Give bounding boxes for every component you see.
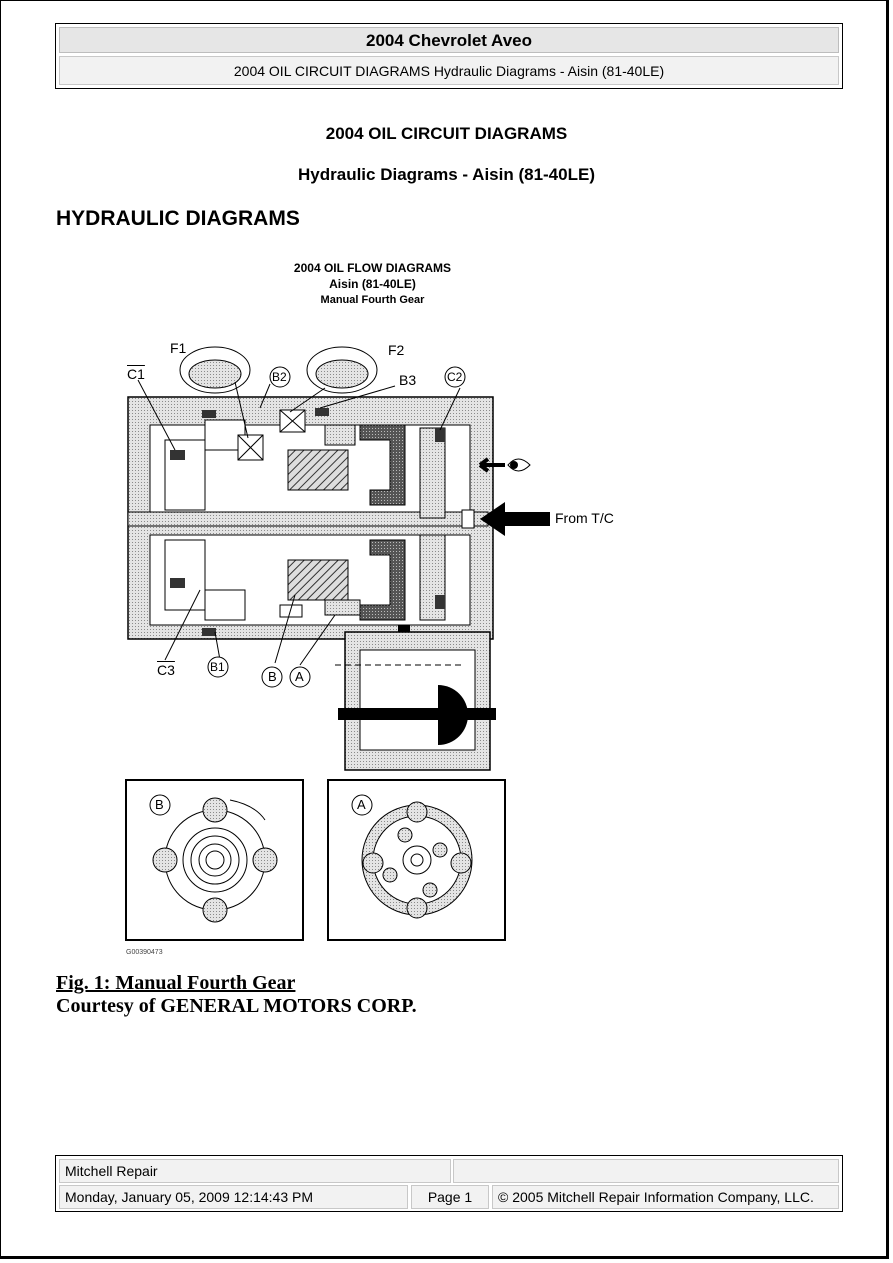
footer-source: Mitchell Repair bbox=[59, 1159, 451, 1183]
label-b: B bbox=[268, 669, 277, 684]
label-c1: C1 bbox=[127, 366, 145, 382]
oil-flow-diagram bbox=[125, 346, 550, 941]
hydraulic-diagram-figure: 2004 OIL FLOW DIAGRAMS Aisin (81-40LE) M… bbox=[120, 260, 640, 960]
inset-label-a: A bbox=[357, 797, 366, 812]
caption-line2: Courtesy of GENERAL MOTORS CORP. bbox=[56, 995, 417, 1017]
label-f1: F1 bbox=[170, 340, 187, 356]
footer-timestamp: Monday, January 05, 2009 12:14:43 PM bbox=[59, 1185, 408, 1209]
document-subtitle: Hydraulic Diagrams - Aisin (81-40LE) bbox=[298, 165, 595, 184]
document-header: 2004 Chevrolet Aveo 2004 OIL CIRCUIT DIA… bbox=[55, 23, 843, 89]
document-title: 2004 OIL CIRCUIT DIAGRAMS bbox=[325, 124, 568, 143]
label-c3: C3 bbox=[157, 662, 175, 678]
document-footer: Mitchell Repair Monday, January 05, 2009… bbox=[55, 1155, 843, 1212]
label-b3: B3 bbox=[399, 372, 417, 388]
footer-copyright: © 2005 Mitchell Repair Information Compa… bbox=[492, 1185, 839, 1209]
header-title: 2004 Chevrolet Aveo bbox=[59, 27, 839, 53]
footer-page: Page 1 bbox=[411, 1185, 489, 1209]
label-from-tc: From T/C bbox=[555, 510, 614, 526]
label-a: A bbox=[295, 669, 304, 684]
footer-blank bbox=[453, 1159, 839, 1183]
section-heading: HYDRAULIC DIAGRAMS bbox=[56, 207, 300, 230]
figure-caption: Fig. 1: Manual Fourth Gear Courtesy of G… bbox=[56, 972, 417, 1018]
figure-id: G00390473 bbox=[126, 949, 163, 956]
inset-label-b: B bbox=[155, 797, 164, 812]
label-b1: B1 bbox=[210, 660, 225, 674]
label-c2: C2 bbox=[447, 370, 463, 384]
label-f2: F2 bbox=[388, 342, 405, 358]
caption-line1: Fig. 1: Manual Fourth Gear bbox=[56, 972, 296, 994]
figure-title-line2: Aisin (81-40LE) bbox=[329, 277, 416, 291]
figure-title-line3: Manual Fourth Gear bbox=[320, 294, 425, 306]
label-b2: B2 bbox=[272, 370, 287, 384]
figure-title: 2004 OIL FLOW DIAGRAMS Aisin (81-40LE) M… bbox=[120, 260, 625, 308]
header-subtitle: 2004 OIL CIRCUIT DIAGRAMS Hydraulic Diag… bbox=[59, 56, 839, 85]
figure-title-line1: 2004 OIL FLOW DIAGRAMS bbox=[293, 261, 452, 275]
